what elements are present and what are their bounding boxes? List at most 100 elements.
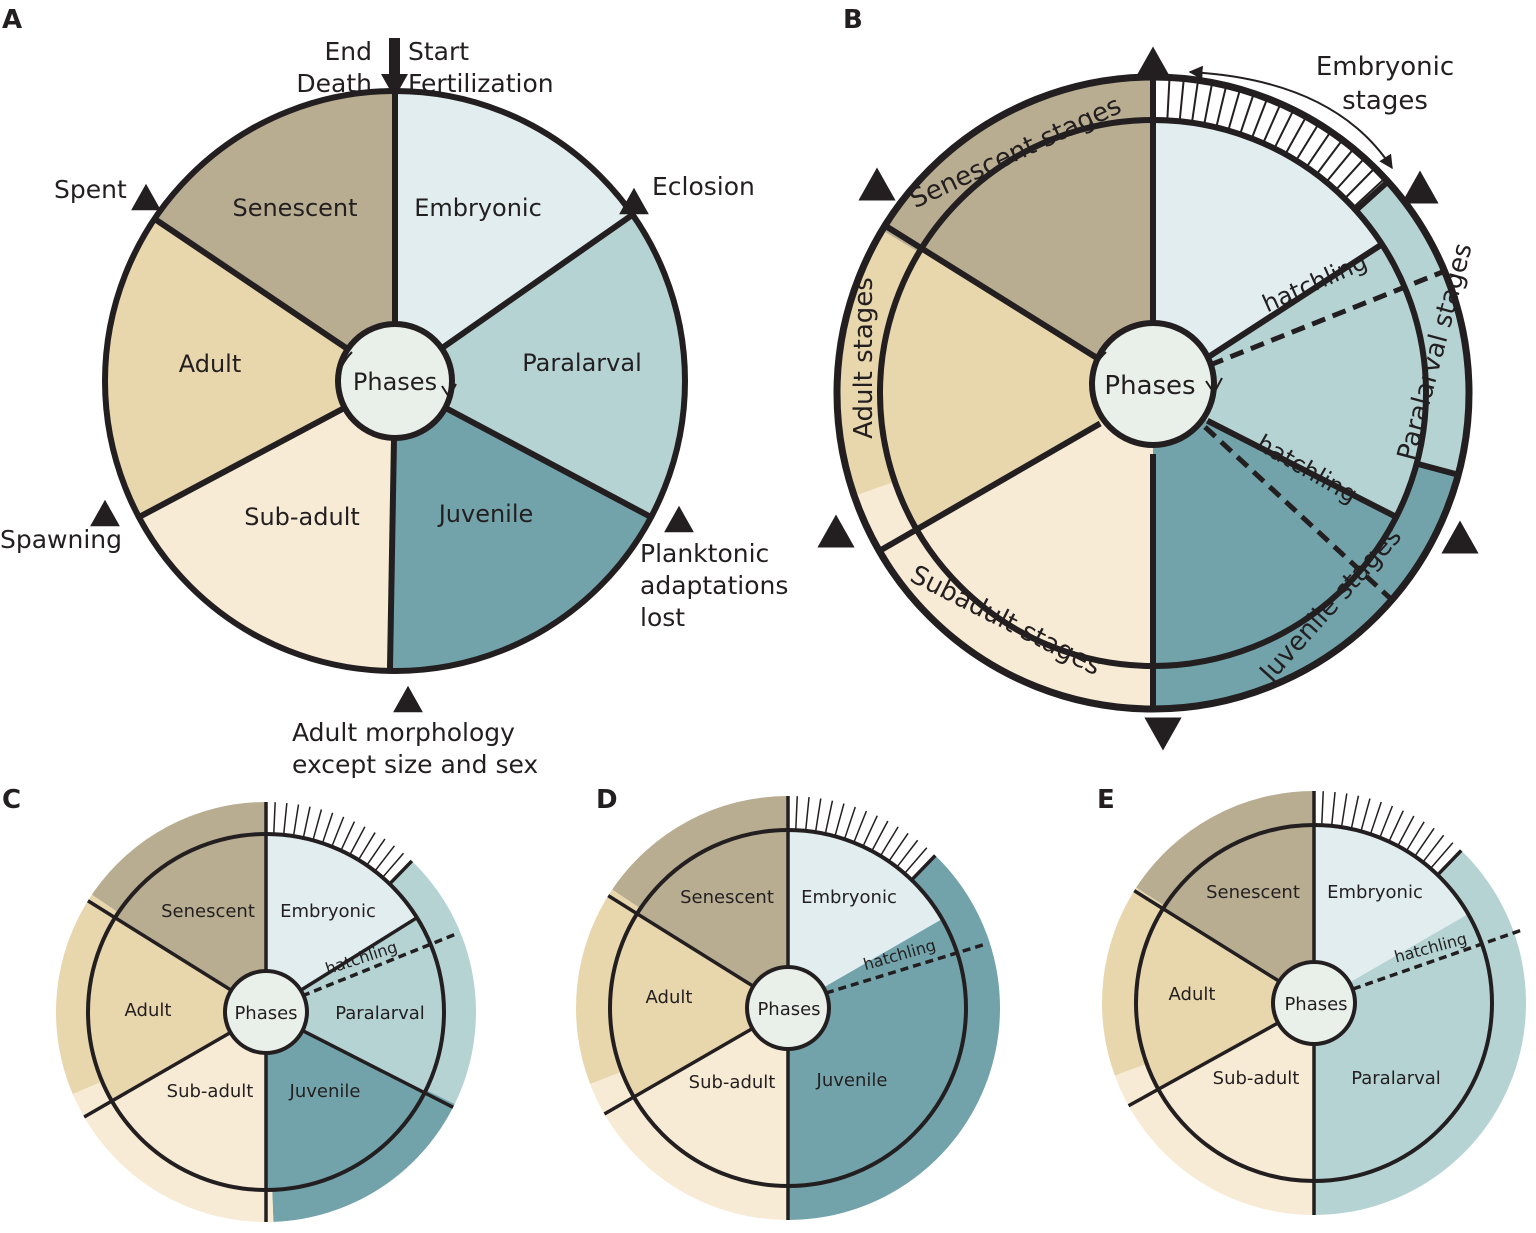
panel-e-stage-embryonic (1314, 791, 1462, 875)
panel-d-subadult-label: Sub-adult (689, 1072, 776, 1093)
panel-a-event-markers (90, 183, 694, 713)
panel-d-wheel (576, 796, 1000, 1220)
panel-a-planktonic-marker (664, 505, 694, 533)
panel-c-embryo-tick (282, 802, 288, 835)
panel-b-spoke-5 (883, 223, 1103, 364)
panel-a-sector-paralarval (395, 214, 685, 518)
panel-d-embryo-tick (888, 832, 909, 862)
panel-b-hatchling-dash-upper (1209, 268, 1446, 368)
panel-b-cycle-arrow (1094, 351, 1107, 367)
panel-b-phase-wheel (880, 120, 1426, 666)
panel-a-cycle-arrow-end (441, 383, 457, 399)
panel-a-sector-senescent (154, 91, 395, 381)
panel-c-spoke-2 (301, 1029, 454, 1109)
panel-b-stage-juvenile (1153, 463, 1459, 709)
panel-e-embryo-tick (1429, 842, 1454, 869)
panel-c-embryo-tick (357, 832, 376, 861)
panel-c-spoke-5 (86, 899, 233, 992)
panel-b-embryo-tick (1166, 77, 1171, 121)
panel-c-sector-embryonic (266, 834, 417, 1012)
panel-d-center-circle (745, 965, 831, 1051)
panel-b-spoke-7 (1415, 460, 1460, 478)
panel-a-start-arrow-shaft (389, 38, 400, 78)
panel-e-spoke-3 (1133, 889, 1281, 983)
panel-a-spoke-3 (386, 430, 398, 672)
panel-c-embryo-tick (321, 812, 334, 844)
panel-d-spoke-4 (910, 854, 937, 882)
panel-b-marker-top (1134, 46, 1172, 80)
panel-b-event-markers (817, 46, 1479, 751)
panel-a-spoke-1 (434, 212, 635, 355)
panel-label-c: C (2, 785, 21, 815)
panel-a-spoke-4 (137, 401, 353, 520)
panel-a-planktonic-label: Planktonic (640, 539, 769, 568)
panel-a-start-label: Start (408, 37, 469, 66)
panel-label-a: A (2, 5, 22, 35)
panel-c-embryo-tick (302, 806, 311, 839)
panel-c-embryo-tick (381, 852, 405, 878)
panel-b-embryo-tick (1178, 78, 1185, 122)
panel-c-sector-paralarval (266, 917, 444, 1093)
panel-d-embryonic-label: Embryonic (801, 887, 897, 908)
panel-d-embryo-tick (804, 796, 810, 831)
panel-b-marker-subadult-end (817, 514, 855, 548)
panel-c-embryonic-label: Embryonic (280, 901, 376, 922)
panel-label-d: D (596, 785, 618, 815)
panel-a-fertilization-label: Fertilization (408, 69, 554, 98)
panel-b-embryonic-span-arrow (1188, 65, 1393, 170)
panel-a-center-circle (335, 321, 455, 441)
panel-a-eclosion-label: Eclosion (652, 172, 755, 201)
panel-e-embryonic-label: Embryonic (1327, 882, 1423, 903)
panel-d-embryo-tick (896, 839, 919, 868)
panel-e-spoke-2 (1127, 1021, 1279, 1108)
panel-d-senescent-label: Senescent (680, 887, 774, 908)
panel-a-cycle-arrow (341, 351, 353, 367)
panel-c-sector-adult (88, 917, 267, 1101)
panel-a-spokes (137, 91, 653, 672)
panel-a-sector-subadult (138, 381, 396, 671)
panel-b-sector-senescent (921, 120, 1153, 393)
panel-c-embryo-tick (340, 821, 356, 851)
panel-d-embryo-tick (814, 798, 822, 833)
panel-d-embryo-tick (834, 803, 845, 837)
panel-e-paralarval-label: Paralarval (1351, 1068, 1441, 1089)
panel-a-phases-label: Phases (353, 368, 437, 396)
panel-c-stage-embryonic (266, 802, 412, 884)
panel-c-stage-paralarval (389, 860, 477, 1105)
panel-a-adult-label: Adult (179, 350, 242, 378)
panel-a-senescent-label: Senescent (232, 194, 357, 222)
panel-c-embryo-tick (273, 802, 276, 835)
panel-d-embryo-tick (903, 847, 928, 874)
panel-e-stage-paralarval (1314, 850, 1526, 1215)
panel-c-stage-juvenile (272, 1090, 455, 1222)
panel-label-b: B (843, 5, 863, 35)
panel-b-sector-juvenile (1153, 393, 1397, 666)
panel-d-sector-juvenile (788, 919, 966, 1186)
panel-c-subadult-label: Sub-adult (167, 1081, 254, 1102)
panel-c-adult-label: Adult (125, 1000, 172, 1021)
panel-b-hatchling-lines (1203, 268, 1446, 602)
panel-a-embryonic-label: Embryonic (414, 194, 542, 222)
panel-b-sector-paralarval (1153, 244, 1426, 517)
panel-c-center-circle (223, 969, 309, 1055)
panel-e-embryo-tick (1422, 834, 1445, 863)
panel-d-embryo-tick (795, 796, 798, 831)
panel-a-spoke-5 (152, 216, 356, 356)
panel-b-spoke-4 (877, 420, 1102, 554)
panel-d-juvenile-label: Juvenile (816, 1070, 888, 1091)
panel-d-stage-embryonic (788, 796, 936, 880)
panel-a-spent-marker (131, 183, 161, 211)
panel-a-sector-embryonic (395, 91, 633, 381)
panel-d-embryo-tick (871, 820, 889, 852)
panel-b-embryo-tick (1352, 177, 1386, 209)
panel-e-embryo-tick (1414, 827, 1435, 857)
panel-c-stage-senescent (91, 802, 267, 913)
panel-a-death-label: Death (296, 69, 372, 98)
panel-e-sector-paralarval (1314, 914, 1492, 1181)
panel-c-hatchling-dash (301, 932, 457, 998)
panel-a-phase-wheel (105, 91, 685, 671)
